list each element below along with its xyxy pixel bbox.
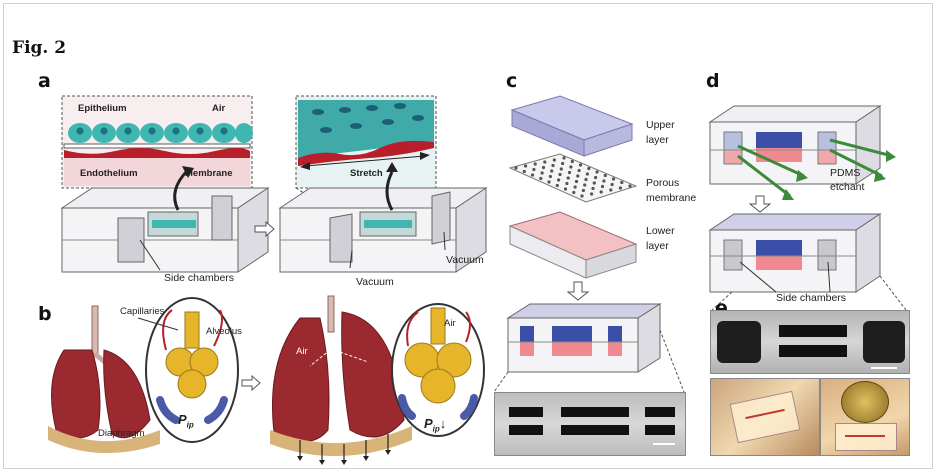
label-diaphragm: Diaphragm xyxy=(98,428,145,439)
panel-b-letter: b xyxy=(38,303,52,325)
membrane-pore xyxy=(530,173,535,177)
membrane-pore xyxy=(557,178,561,182)
membrane-pore xyxy=(514,166,518,170)
membrane-pore xyxy=(576,174,580,178)
membrane-pore xyxy=(611,177,616,181)
membrane-pore xyxy=(602,179,606,183)
membrane-pore xyxy=(558,172,562,177)
membrane-pore xyxy=(547,180,551,184)
membrane-pore xyxy=(591,186,595,191)
membrane-pore xyxy=(522,169,526,174)
label-air-lung: Air xyxy=(296,346,308,357)
membrane-pore xyxy=(628,184,632,188)
label-air: Air xyxy=(212,103,226,114)
membrane-pore xyxy=(539,176,543,181)
label-endothelium: Endothelium xyxy=(80,168,138,179)
membrane-pore xyxy=(603,173,607,178)
membrane-pore xyxy=(566,176,570,180)
membrane-pore xyxy=(594,175,598,180)
membrane-pore xyxy=(561,161,565,166)
membrane-pore xyxy=(543,160,547,164)
membrane-pore xyxy=(610,182,614,187)
membrane-pore xyxy=(565,181,569,186)
label-epithelium: Epithelium xyxy=(78,103,127,114)
epithelium-cells xyxy=(68,123,253,143)
membrane-pore xyxy=(590,192,594,196)
membrane-pore xyxy=(620,180,624,185)
label-side-chambers-d: Side chambers xyxy=(776,292,847,304)
membrane-pore xyxy=(595,170,599,174)
membrane-pore xyxy=(585,172,590,176)
membrane-pore xyxy=(600,184,605,189)
membrane-pore xyxy=(572,190,576,195)
membrane-pore xyxy=(580,194,584,198)
membrane-pore xyxy=(573,185,577,189)
panel-c-micrograph xyxy=(494,392,686,456)
membrane-pore xyxy=(532,167,536,172)
membrane-pore xyxy=(609,188,613,192)
membrane-pore xyxy=(559,167,563,171)
panel-e-micrograph xyxy=(710,310,910,374)
panel-e-photo-coin xyxy=(820,378,910,456)
label-air-alveolus: Air xyxy=(444,318,456,329)
membrane-pore xyxy=(587,166,591,171)
figure-title: Fig. 2 xyxy=(12,38,67,58)
membrane-pore xyxy=(577,168,581,173)
membrane-pore xyxy=(563,187,568,191)
membrane-pore xyxy=(581,188,586,193)
membrane-pore xyxy=(555,183,559,188)
label-pip-right: Pip↓ xyxy=(424,416,447,434)
figure-frame xyxy=(3,3,933,469)
membrane-pore xyxy=(599,190,603,194)
membrane-pore xyxy=(551,163,555,168)
membrane-pore xyxy=(524,164,528,168)
membrane-pore xyxy=(567,170,572,175)
panel-d-letter: d xyxy=(706,70,720,92)
membrane-pore xyxy=(570,159,574,164)
membrane-pore xyxy=(584,177,588,182)
membrane-pore xyxy=(578,163,583,167)
membrane-pore xyxy=(552,158,557,162)
membrane-pore xyxy=(574,179,579,184)
membrane-pore xyxy=(540,171,544,175)
membrane-pore xyxy=(550,169,554,173)
panel-c-letter: c xyxy=(506,70,518,92)
label-stretch: Stretch xyxy=(350,168,383,179)
label-vacuum-left: Vacuum xyxy=(356,276,394,288)
membrane-pore xyxy=(533,162,537,166)
membrane-pore xyxy=(562,156,566,160)
label-vacuum-right: Vacuum xyxy=(446,254,484,266)
membrane-pore xyxy=(548,174,553,179)
panel-e-photo-hand xyxy=(710,378,820,456)
label-pip-left: Pip xyxy=(178,412,194,430)
label-membrane: Membrane xyxy=(185,168,233,179)
label-side-chambers-a: Side chambers xyxy=(164,272,235,284)
membrane-pore xyxy=(541,165,546,170)
label-capillaries: Capillaries xyxy=(120,306,165,317)
panel-a-letter: a xyxy=(38,70,51,92)
membrane-pore xyxy=(569,165,573,169)
label-alveolus: Alveolus xyxy=(206,326,242,337)
membrane-pore xyxy=(592,181,596,185)
membrane-pore xyxy=(583,183,587,187)
membrane-pore xyxy=(618,186,623,190)
